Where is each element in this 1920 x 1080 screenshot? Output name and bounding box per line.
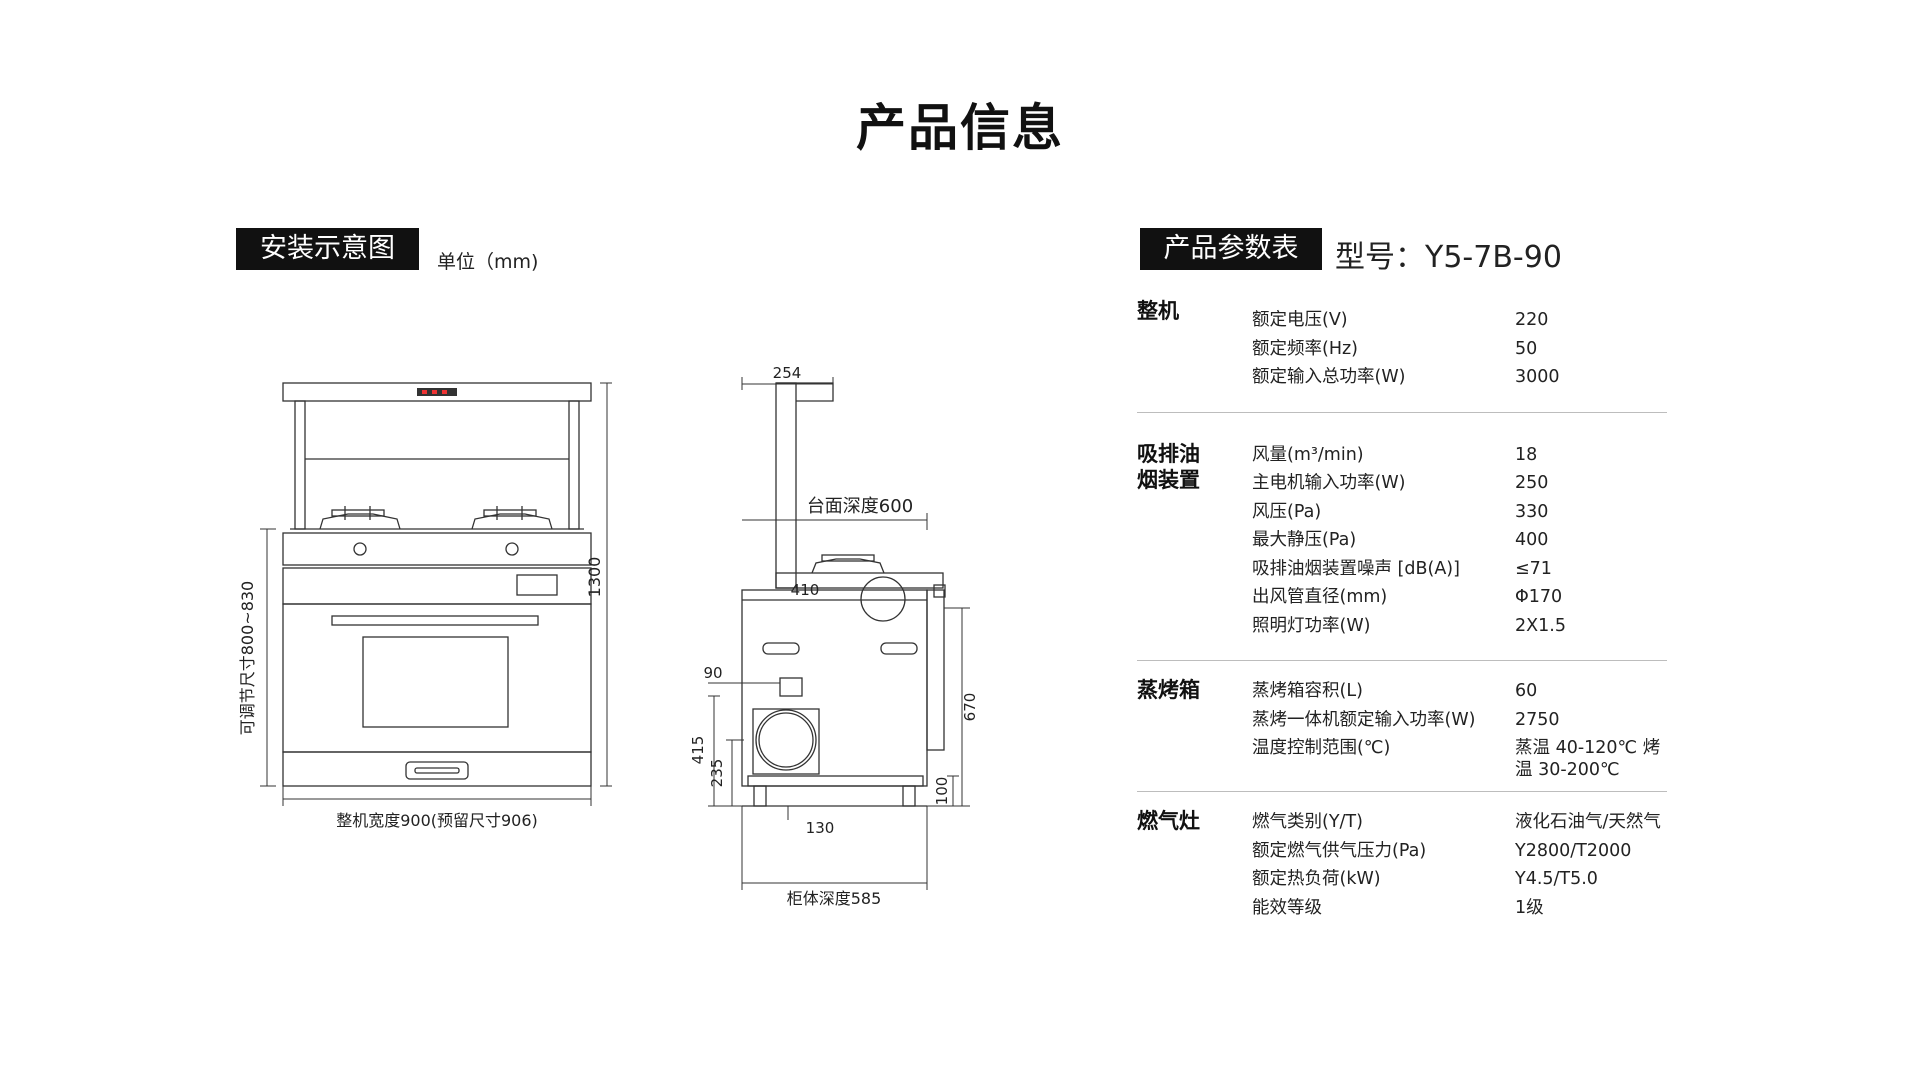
spec-divider	[1137, 660, 1667, 661]
front-burner-right	[471, 506, 553, 530]
spec-row: 额定输入总功率(W)3000	[1252, 367, 1560, 387]
spec-row: 温度控制范围(℃)蒸温 40-120℃ 烤温 30-200℃	[1252, 738, 1661, 780]
dim-415: 415	[689, 736, 707, 765]
side-back-connector	[933, 584, 946, 598]
page-title: 产品信息	[856, 99, 1064, 157]
diagram-svg: 整机宽度900(预留尺寸906) 1300 可调节尺寸800~830	[238, 364, 979, 908]
spec-divider	[1137, 791, 1667, 792]
knob-left	[353, 542, 367, 556]
dim-front-height: 1300	[585, 557, 604, 598]
side-back-panel	[926, 589, 945, 751]
dim-90: 90	[703, 664, 722, 682]
spec-row: 主电机输入功率(W)250	[1252, 473, 1549, 493]
spec-row: 风压(Pa)330	[1252, 501, 1549, 522]
spec-row: 额定热负荷(kW)Y4.5/T5.0	[1252, 869, 1598, 889]
side-burner	[811, 554, 885, 574]
side-vent-right	[880, 642, 918, 655]
oven-control-panel	[282, 567, 592, 605]
spec-row: 燃气类别(Y/T)液化石油气/天然气	[1252, 812, 1661, 832]
spec-group-stove: 燃气灶 燃气类别(Y/T)液化石油气/天然气 额定燃气供气压力(Pa)Y2800…	[1137, 792, 1667, 922]
side-cabinet	[741, 589, 928, 787]
dim-410: 410	[791, 581, 820, 599]
spec-table: 整机 额定电压(V)220 额定频率(Hz)50 额定输入总功率(W)3000 …	[1137, 298, 1667, 922]
dim-cabinet-depth: 柜体深度585	[787, 889, 882, 908]
oven-window	[362, 636, 509, 728]
side-hood-post	[775, 382, 797, 589]
side-foot-left	[753, 785, 767, 807]
side-gas-fitting	[860, 576, 906, 622]
knob-right	[505, 542, 519, 556]
side-vent-left	[762, 642, 800, 655]
spec-row: 最大静压(Pa)400	[1252, 530, 1549, 550]
drawer-handle	[405, 761, 469, 780]
side-duct-pipe	[755, 709, 817, 771]
spec-row: 额定燃气供气压力(Pa)Y2800/T2000	[1252, 840, 1632, 861]
spec-row: 风量(m³/min)18	[1252, 444, 1538, 465]
spec-row: 蒸烤一体机额定输入功率(W)2750	[1252, 709, 1560, 730]
side-base-rail	[747, 775, 924, 787]
side-hood-top	[776, 382, 834, 402]
group-name-stove: 燃气灶	[1137, 809, 1200, 833]
front-right-post	[568, 400, 580, 530]
side-countertop	[775, 572, 944, 589]
dim-235: 235	[708, 759, 726, 788]
dim-130: 130	[806, 819, 835, 837]
dim-counter-depth: 台面深度600	[807, 496, 913, 517]
front-burner-left	[319, 506, 401, 530]
front-plinth	[282, 751, 592, 787]
group-name-whole: 整机	[1137, 299, 1179, 323]
spec-group-oven: 蒸烤箱 蒸烤箱容积(L)60 蒸烤一体机额定输入功率(W)2750 温度控制范围…	[1137, 661, 1667, 781]
dim-top-width: 254	[773, 364, 802, 382]
spec-group-whole: 整机 额定电压(V)220 额定频率(Hz)50 额定输入总功率(W)3000	[1137, 298, 1667, 392]
oven-display	[516, 574, 558, 596]
dim-670: 670	[961, 693, 979, 722]
side-duct-box	[752, 708, 820, 775]
group-name-oven: 蒸烤箱	[1137, 678, 1200, 702]
spec-group-hood: 吸排油烟装置 风量(m³/min)18 主电机输入功率(W)250 风压(Pa)…	[1137, 413, 1667, 641]
group-name-hood: 吸排油烟装置	[1137, 441, 1200, 492]
install-diagram-tag: 安装示意图	[236, 228, 419, 270]
dim-100: 100	[933, 777, 951, 806]
spec-row: 额定频率(Hz)50	[1252, 338, 1538, 359]
spec-table-tag: 产品参数表	[1140, 228, 1322, 270]
oven-handle	[331, 615, 539, 626]
unit-label: 单位（mm)	[437, 251, 539, 273]
installation-diagram: 整机宽度900(预留尺寸906) 1300 可调节尺寸800~830	[220, 330, 1080, 930]
front-hood-top	[282, 382, 592, 402]
spec-divider	[1137, 411, 1667, 413]
spec-row: 吸排油烟装置噪声 [dB(A)]≤71	[1252, 558, 1552, 579]
model-label: 型号：Y5-7B-90	[1335, 240, 1562, 275]
spec-row: 额定电压(V)220	[1252, 310, 1549, 330]
side-foot-right	[902, 785, 916, 807]
spec-row: 蒸烤箱容积(L)60	[1252, 681, 1538, 701]
dim-adjustable: 可调节尺寸800~830	[238, 581, 257, 736]
spec-row: 照明灯功率(W)2X1.5	[1252, 615, 1566, 636]
dim-front-width: 整机宽度900(预留尺寸906)	[336, 811, 538, 830]
front-left-post	[294, 400, 306, 530]
spec-row: 出风管直径(mm)Φ170	[1252, 587, 1563, 607]
side-valve	[779, 677, 803, 697]
front-knob-panel	[282, 532, 592, 566]
oven-door	[282, 603, 592, 753]
